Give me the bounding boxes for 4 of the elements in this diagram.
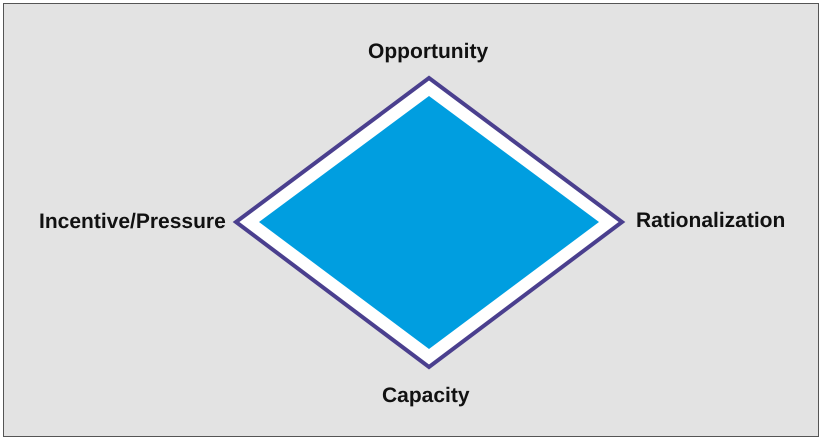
vertex-label: Incentive/Pressure: [39, 210, 226, 234]
vertex-label: Opportunity: [368, 40, 488, 64]
vertex-label: Rationalization: [636, 209, 786, 233]
vertex-label: Capacity: [382, 384, 470, 408]
